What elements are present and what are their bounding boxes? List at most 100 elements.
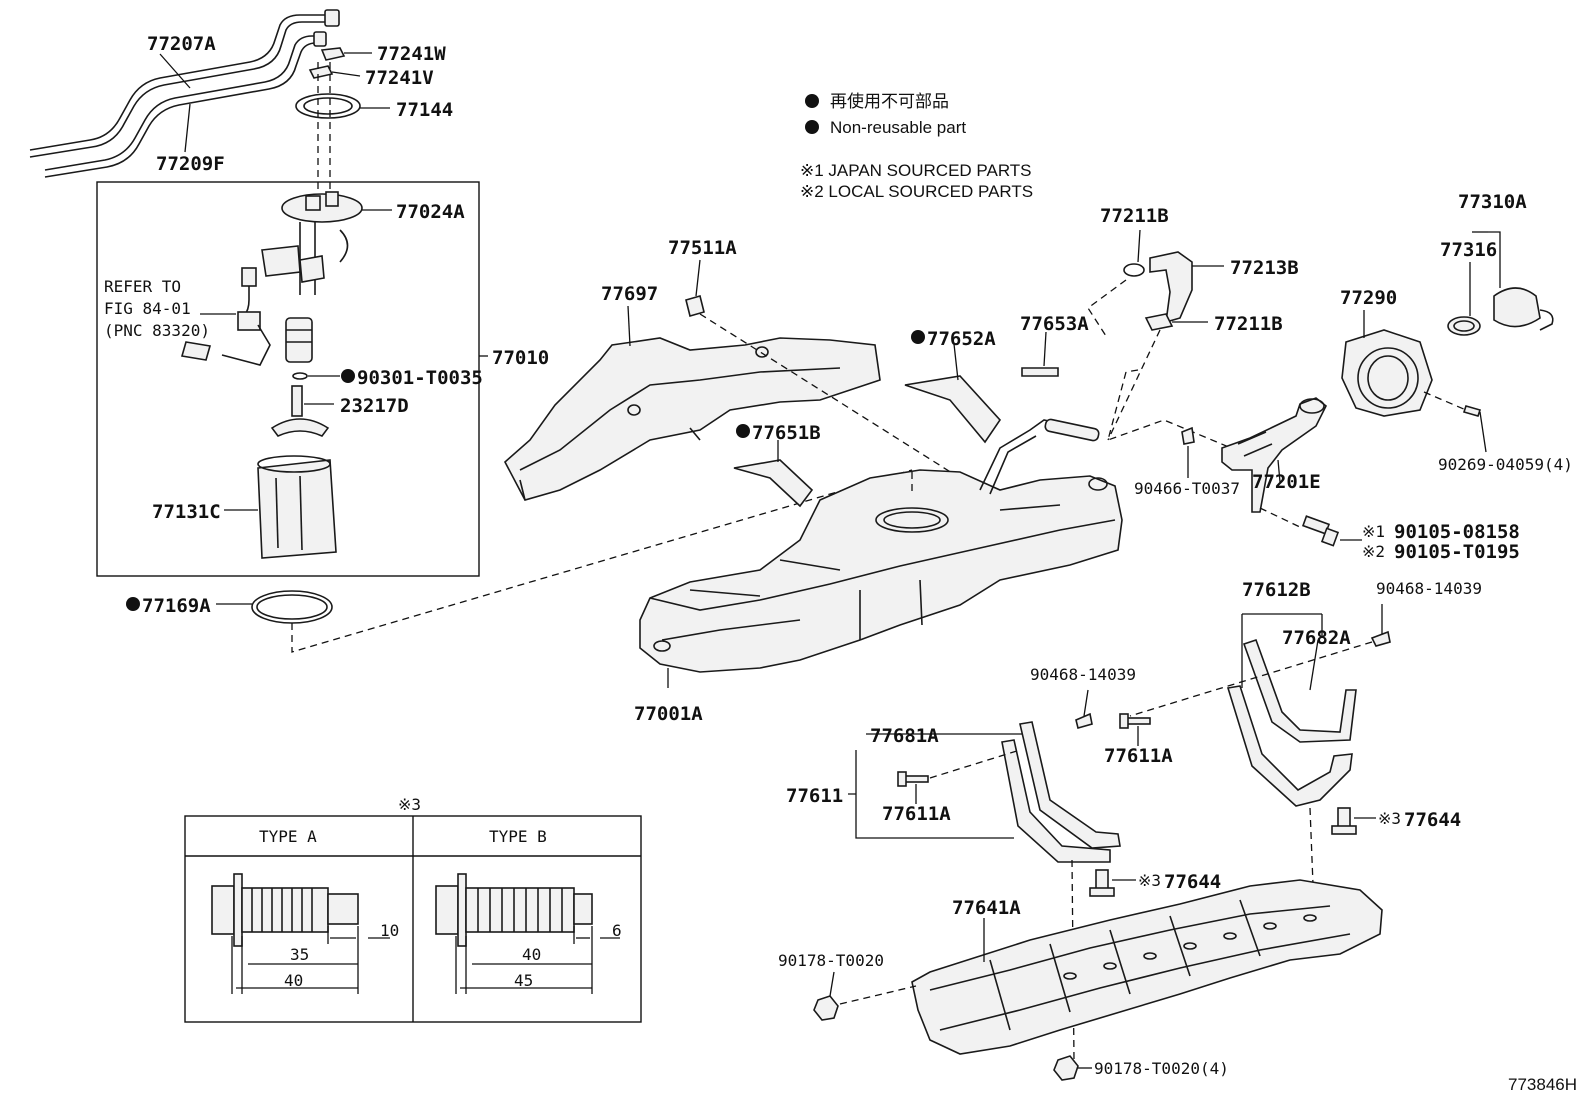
part-label-77611A-left: 77611A	[882, 803, 951, 825]
part-label-77209F: 77209F	[156, 153, 225, 175]
non-reusable-dot-icon	[126, 597, 140, 611]
part-label-77144: 77144	[396, 99, 453, 121]
filler-bolt	[1301, 515, 1362, 547]
fuel-sender-gauge	[180, 267, 271, 366]
part-label-77651B: 77651B	[752, 422, 821, 444]
part-label-77644-right: 77644	[1404, 809, 1461, 831]
band-bolt-right	[1331, 807, 1376, 835]
figure-id: 773846H	[1508, 1075, 1577, 1094]
part-label-90269-04059: 90269-04059(4)	[1438, 455, 1573, 474]
under-cover-nuts	[813, 971, 1092, 1081]
fuel-filter	[285, 317, 313, 363]
part-label-77201E: 77201E	[1252, 471, 1321, 493]
part-label-23217D: 23217D	[340, 395, 409, 417]
part-label-77681A: 77681A	[870, 725, 939, 747]
part-label-90468-14039-right: 90468-14039	[1376, 579, 1482, 598]
tank-cushions	[733, 331, 1059, 508]
legend-note-local-sourced: ※2 LOCAL SOURCED PARTS	[800, 182, 1033, 201]
legend: 再使用不可部品 Non-reusable part ※1 JAPAN SOURC…	[800, 91, 1033, 201]
part-label-77241W: 77241W	[377, 43, 446, 65]
part-label-77653A: 77653A	[1020, 313, 1089, 335]
part-label-77213B: 77213B	[1230, 257, 1299, 279]
part-label-77169A: 77169A	[142, 595, 211, 617]
fuel-tank-band-front	[848, 721, 1121, 863]
protector-clip	[685, 259, 705, 317]
type-b-dim-40: 40	[522, 945, 541, 964]
refer-to-line2: FIG 84-01	[104, 299, 191, 318]
legend-note-japan-sourced: ※1 JAPAN SOURCED PARTS	[800, 161, 1032, 180]
fuel-pump-cushion	[270, 385, 334, 437]
part-label-90466-T0037: 90466-T0037	[1134, 479, 1240, 498]
table-note-mark: ※3	[398, 795, 421, 814]
part-label-77310A: 77310A	[1458, 191, 1527, 213]
part-label-77241V: 77241V	[365, 67, 434, 89]
part-label-90178-T0020-bottom: 90178-T0020(4)	[1094, 1059, 1229, 1078]
clip-parts	[308, 47, 372, 79]
part-label-77644-mid: 77644	[1164, 871, 1221, 893]
band-bolt-77611A	[897, 713, 1151, 804]
housing-screw	[1462, 405, 1482, 417]
type-a-dim-40: 40	[284, 971, 303, 990]
part-label-90301-T0035: 90301-T0035	[357, 367, 483, 389]
part-label-90178-T0020-left: 90178-T0020	[778, 951, 884, 970]
note-mark-japan: ※1	[1362, 522, 1385, 541]
bolt-type-table: ※3 TYPE A TYPE B 35	[184, 795, 642, 1023]
type-b-dim-45: 45	[514, 971, 533, 990]
part-label-77211B-low: 77211B	[1214, 313, 1283, 335]
band-clip	[1370, 630, 1391, 647]
part-label-77207A: 77207A	[147, 33, 216, 55]
non-reusable-dot-icon	[341, 369, 355, 383]
fuel-tank	[639, 418, 1123, 688]
type-a-dim-10: 10	[380, 921, 399, 940]
fuel-filler-housing	[1341, 310, 1433, 417]
fuel-tank-protector	[503, 305, 881, 501]
part-label-90468-14039-mid: 90468-14039	[1030, 665, 1136, 684]
note-mark-3-right: ※3	[1378, 809, 1401, 828]
non-reusable-dot-icon	[911, 330, 925, 344]
type-a-header: TYPE A	[259, 827, 317, 846]
part-label-90105-T0195: 90105-T0195	[1394, 541, 1520, 563]
part-label-77010: 77010	[492, 347, 549, 369]
legend-non-reusable-en: Non-reusable part	[830, 118, 966, 137]
fuel-line-assembly	[29, 9, 340, 178]
fuel-pump-case	[224, 455, 337, 559]
fuel-tank-under-cover	[911, 879, 1383, 1055]
part-label-77641A: 77641A	[952, 897, 1021, 919]
part-label-77612B: 77612B	[1242, 579, 1311, 601]
part-label-77511A: 77511A	[668, 237, 737, 259]
fuel-tank-band-rear	[1226, 613, 1357, 807]
non-reusable-dot-icon	[805, 120, 819, 134]
part-label-77697: 77697	[601, 283, 658, 305]
type-b-header: TYPE B	[489, 827, 547, 846]
note-mark-3-mid: ※3	[1138, 871, 1161, 890]
retainer-ring	[295, 93, 390, 119]
note-mark-local: ※2	[1362, 542, 1385, 561]
non-reusable-dot-icon	[736, 424, 750, 438]
o-ring	[292, 372, 308, 380]
fuel-filler-pipe	[1221, 397, 1328, 513]
type-b-bolt-drawing	[435, 873, 620, 994]
part-label-77316: 77316	[1440, 239, 1497, 261]
part-label-77131C: 77131C	[152, 501, 221, 523]
part-label-77611: 77611	[786, 785, 843, 807]
fuel-pump-cap	[261, 191, 392, 295]
part-label-77211B-top: 77211B	[1100, 205, 1169, 227]
part-label-77001A: 77001A	[634, 703, 703, 725]
part-label-77611A-right: 77611A	[1104, 745, 1173, 767]
part-label-90105-08158: 90105-08158	[1394, 521, 1520, 543]
fuel-pump-assembly-box	[96, 181, 480, 577]
part-label-77652A: 77652A	[927, 328, 996, 350]
refer-to-line1: REFER TO	[104, 277, 181, 296]
type-a-dim-35: 35	[290, 945, 309, 964]
part-label-77682A: 77682A	[1282, 627, 1351, 649]
non-reusable-dot-icon	[805, 94, 819, 108]
legend-non-reusable-jp: 再使用不可部品	[830, 91, 949, 111]
type-a-bolt-drawing	[211, 873, 390, 994]
type-b-dim-6: 6	[612, 921, 622, 940]
fuel-filler-cap	[1447, 231, 1554, 336]
filler-clamp	[1181, 426, 1195, 478]
refer-to-line3: (PNC 83320)	[104, 321, 210, 340]
part-label-77024A: 77024A	[396, 201, 465, 223]
band-clip	[1075, 712, 1093, 729]
